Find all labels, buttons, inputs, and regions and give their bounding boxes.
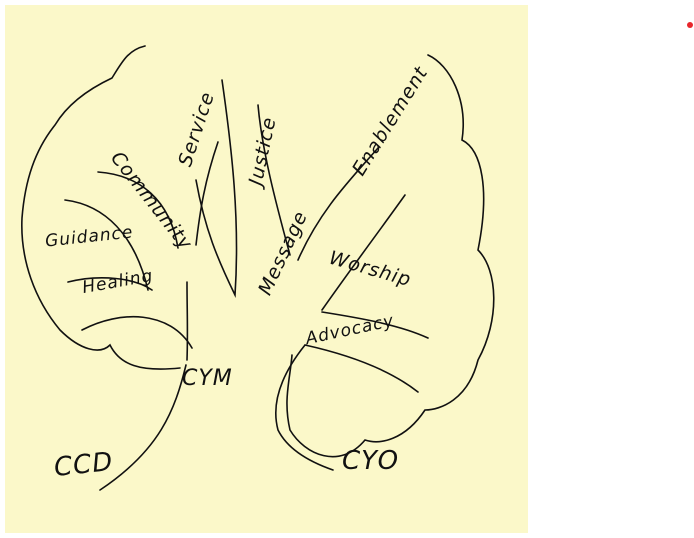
service-branch-line: [195, 141, 219, 246]
community-upper-line: [97, 171, 179, 249]
worship-lower-line: [304, 344, 419, 393]
worship-upper-line: [321, 311, 429, 339]
right-leaf-outline: [286, 54, 495, 458]
label-cyo: CYO: [342, 446, 400, 476]
label-ccd: CCD: [52, 446, 115, 484]
label-cym: CYM: [182, 366, 233, 391]
guidance-line: [67, 277, 153, 291]
enablement-lower-line: [321, 194, 406, 311]
justice-line: [257, 104, 291, 256]
center-left-trunk-line: [195, 79, 238, 299]
healing-line: [81, 315, 193, 349]
enablement-upper-line: [297, 147, 379, 261]
right-trunk-line: [275, 344, 334, 471]
left-leaf-outline: [21, 45, 181, 370]
left-trunk-line: [99, 364, 187, 491]
community-lower-line: [64, 199, 149, 291]
red-marker-dot: [687, 22, 693, 28]
paper-background: [5, 5, 528, 533]
